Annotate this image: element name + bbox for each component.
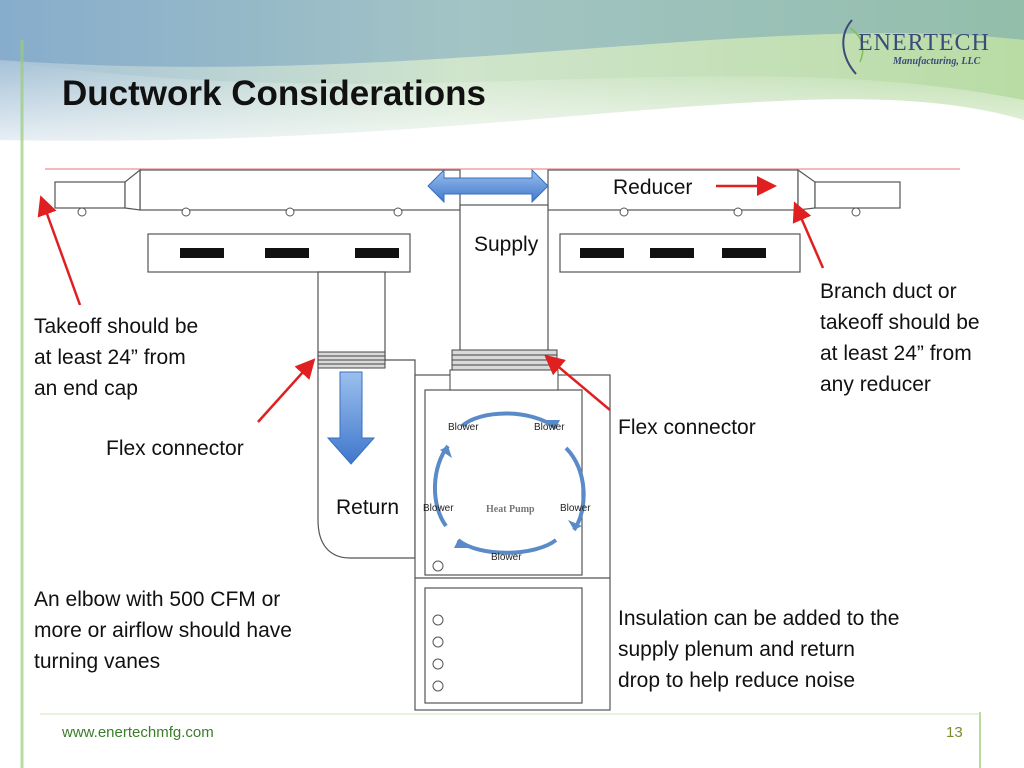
heat-pump-label: Heat Pump (486, 504, 535, 515)
takeoff-note: Takeoff should be at least 24” from an e… (34, 315, 199, 400)
supply-collar (449, 369, 559, 391)
register-1 (180, 248, 224, 258)
register-6 (722, 248, 766, 258)
blower-section (424, 389, 583, 576)
blower-label-5: Blower (491, 552, 522, 563)
return-drop (317, 271, 416, 559)
supply-trunk-left (139, 169, 461, 211)
blower-cycle (433, 411, 586, 555)
page-number: 13 (946, 724, 963, 741)
flex-connector-left-label: Flex connector (106, 437, 244, 460)
register-5 (650, 248, 694, 258)
logo-tagline: Manufacturing, LLC (893, 56, 981, 67)
elbow-note: An elbow with 500 CFM or more or airflow… (34, 588, 292, 673)
flex-right-pointer (544, 354, 611, 411)
footer-url[interactable]: www.enertechmfg.com (62, 724, 214, 741)
branch-duct-right (814, 181, 901, 209)
supply-trunk-right (547, 169, 799, 211)
flex-connector-right-label: Flex connector (618, 416, 756, 439)
header-band (0, 0, 1024, 67)
blower-label-3: Blower (423, 503, 454, 514)
insulation-note: Insulation can be added to the supply pl… (618, 607, 900, 692)
register-4 (580, 248, 624, 258)
takeoff-pointer (37, 195, 82, 306)
flex-left-pointer (257, 358, 316, 423)
trunk-top-edge (45, 168, 960, 170)
supply-label: Supply (474, 233, 539, 256)
end-cap-transition (124, 168, 141, 211)
blower-label-1: Blower (448, 422, 479, 433)
end-cap-left (54, 181, 126, 209)
supply-flow-arrow (427, 168, 549, 204)
blower-label-4: Blower (560, 503, 591, 514)
enertech-logo-swoosh (842, 19, 864, 75)
reducer-transition (797, 168, 816, 211)
lower-section (424, 587, 583, 704)
header-fade (0, 60, 1024, 170)
branch-note: Branch duct or takeoff should be at leas… (820, 280, 980, 396)
supply-plenum (459, 204, 549, 366)
return-label: Return (336, 496, 400, 519)
blower-label-2: Blower (534, 422, 565, 433)
return-flow-arrow (326, 371, 376, 465)
branch-pointer (792, 201, 825, 269)
register-2 (265, 248, 309, 258)
register-3 (355, 248, 399, 258)
slide-title: Ductwork Considerations (62, 74, 486, 113)
reducer-label: Reducer (613, 176, 693, 199)
logo-wordmark: ENERTECH (858, 30, 990, 56)
